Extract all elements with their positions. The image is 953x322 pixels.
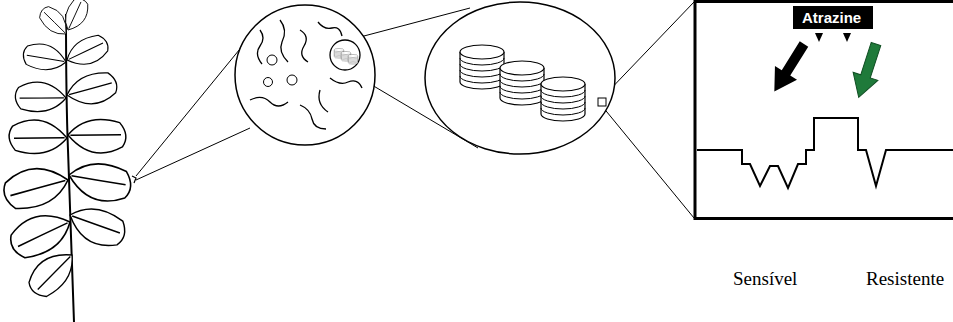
caption-label: Resistente <box>866 268 944 290</box>
plant-drawing <box>1 0 136 322</box>
black-arrow <box>763 37 815 98</box>
label-box: Atrazine <box>793 6 873 29</box>
zoom-lines <box>136 2 694 218</box>
green-arrow <box>846 40 888 101</box>
caption-label: Sensível <box>733 268 797 290</box>
grana-circle <box>425 2 615 154</box>
node-text: Atrazine <box>802 9 864 26</box>
chloroplast-circle <box>235 5 375 145</box>
binding-site-panel <box>695 2 953 219</box>
